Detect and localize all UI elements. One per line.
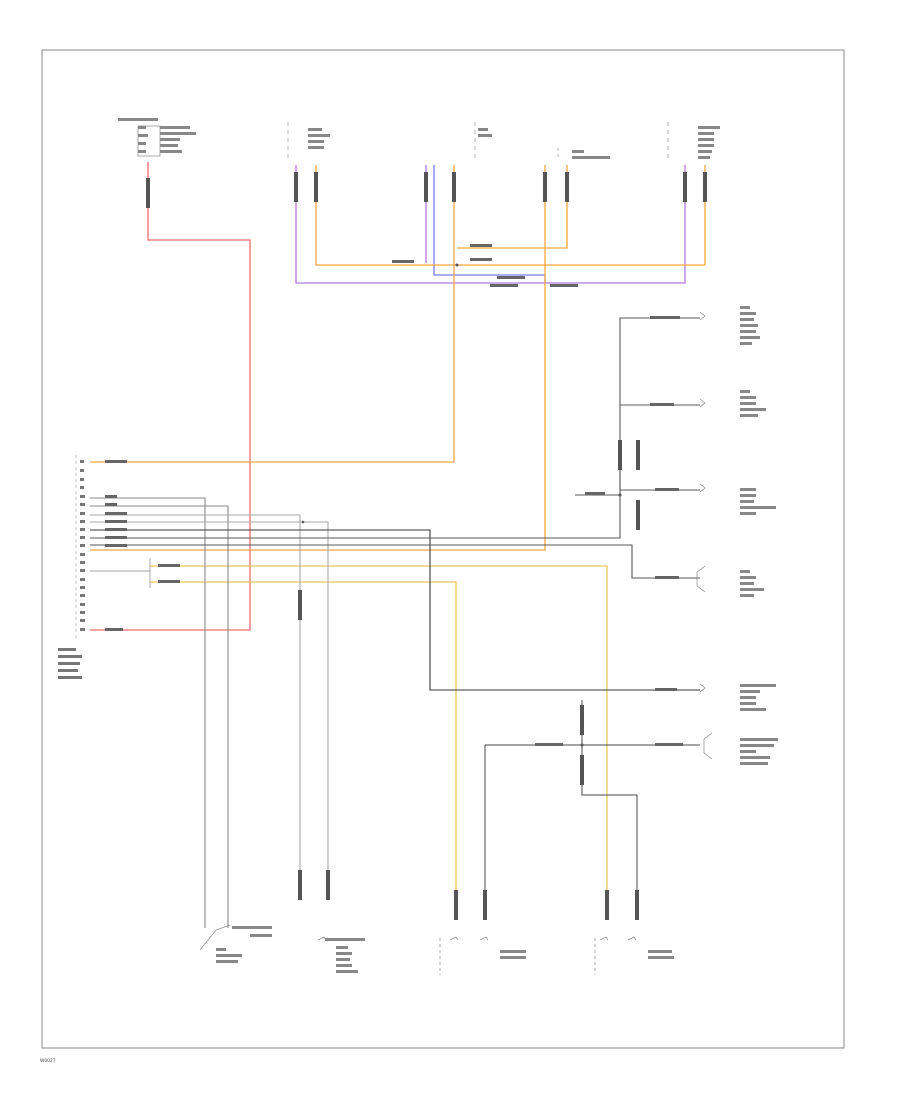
wire-dark-vehicle <box>619 440 700 491</box>
wire-orange-top <box>457 165 568 249</box>
footer-code: W0027 <box>40 1058 56 1064</box>
wire-dark-trans <box>90 529 700 691</box>
wire-yellow-right <box>150 565 608 900</box>
bottom-connectors <box>199 924 637 975</box>
wire-gray-1 <box>90 497 206 928</box>
wire-gray-3 <box>90 514 301 870</box>
wire-red <box>90 162 251 631</box>
junction-dot <box>455 263 459 267</box>
wire-yellow-left <box>150 581 457 900</box>
module-label <box>58 648 82 679</box>
right-labels <box>740 306 778 765</box>
junction-dot <box>301 520 305 524</box>
right-connectors <box>696 311 713 760</box>
top-labels <box>118 118 720 159</box>
wire-markers <box>146 172 707 920</box>
wire-gray-2 <box>90 505 229 928</box>
wire-gray-4 <box>90 521 329 870</box>
wire-dark-top <box>90 317 700 539</box>
junction-dot <box>580 743 584 747</box>
wire-orange-pin1 <box>90 165 455 463</box>
page-border <box>41 49 845 1049</box>
wire-labels-h <box>105 244 683 746</box>
wire-orange-bus <box>315 165 706 266</box>
top-connector-dashes <box>287 122 669 160</box>
wire-orange-pin9 <box>90 165 546 551</box>
module-pin-numbers <box>80 460 85 631</box>
bottom-labels <box>216 926 674 973</box>
junction-dot <box>618 493 622 497</box>
wire-dark-lower-right <box>581 745 638 900</box>
wire-purple <box>295 165 686 284</box>
